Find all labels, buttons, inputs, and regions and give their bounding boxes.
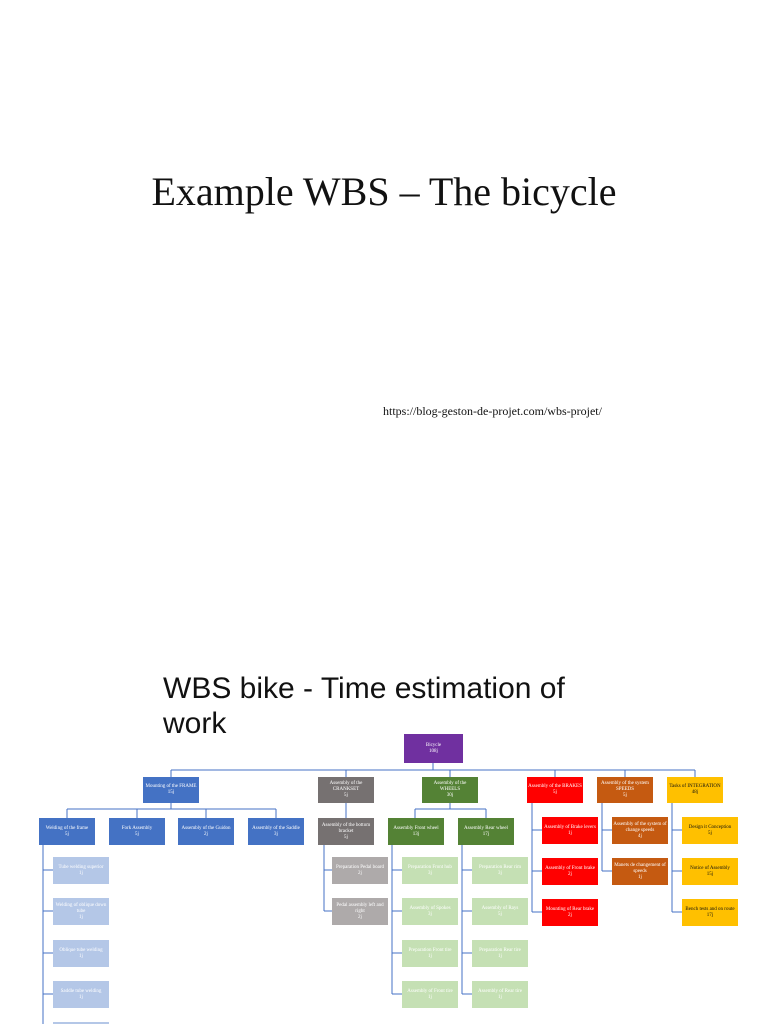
slide-title: Example WBS – The bicycle	[151, 169, 617, 214]
source-url: https://blog-geston-de-projet.com/wbs-pr…	[383, 404, 602, 418]
slide-title-2: WBS bike - Time estimation of work	[163, 672, 565, 740]
welding-task-node-partial	[53, 1022, 109, 1024]
